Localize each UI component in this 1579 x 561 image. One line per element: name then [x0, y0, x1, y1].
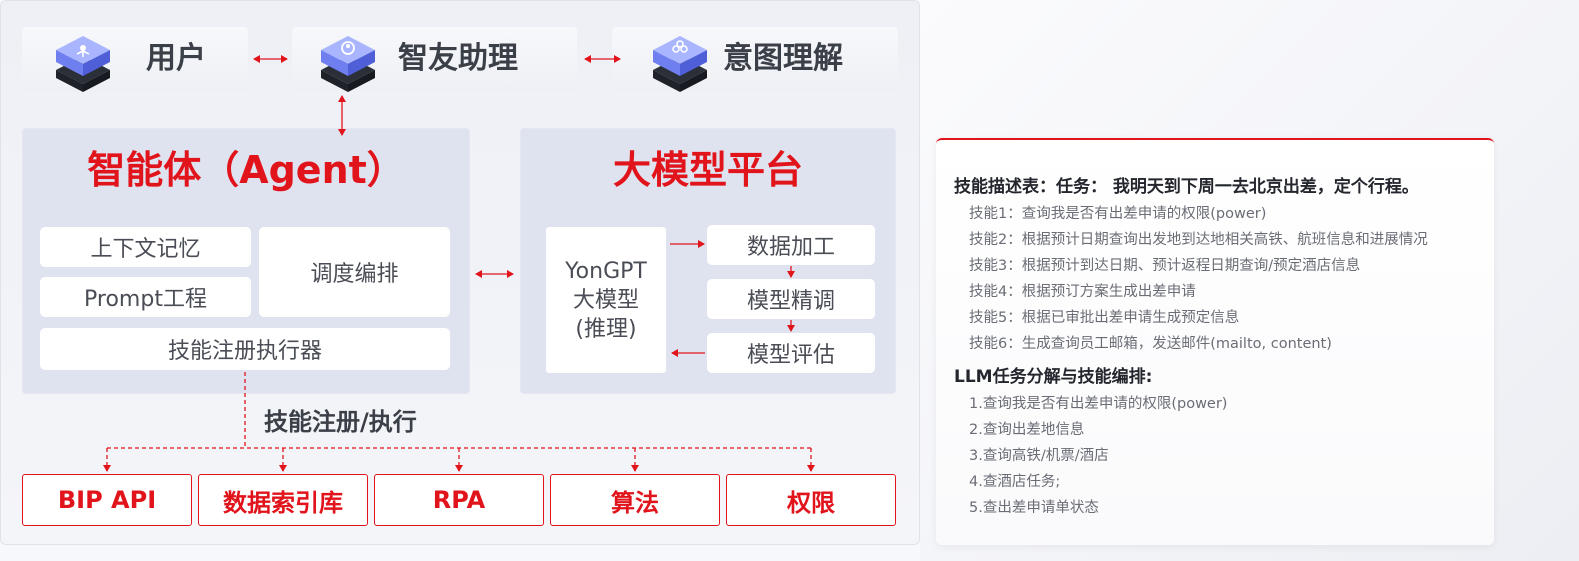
user-label: 用户 [146, 41, 206, 76]
skill-table-heading: 技能描述表：任务： 我明天到下周一去北京出差，定个行程。 [954, 177, 1419, 197]
target-algorithm: 算法 [550, 474, 720, 526]
yongpt-line3: (推理) [575, 316, 637, 342]
prompt-engineering-box: Prompt工程 [40, 277, 251, 317]
skill-item-5: 技能5：根据已审批出差申请生成预定信息 [969, 310, 1240, 326]
step-item-5: 5.查出差申请单状态 [969, 500, 1099, 516]
user-cube-icon [56, 36, 110, 92]
skill-item-3: 技能3：根据预计到达日期、预计返程日期查询/预定酒店信息 [969, 258, 1361, 274]
intent-cube-icon [653, 36, 707, 92]
skill-description-card: 技能描述表：任务： 我明天到下周一去北京出差，定个行程。 技能1：查询我是否有出… [936, 138, 1494, 545]
target-data-index: 数据索引库 [198, 474, 368, 526]
skill-register-label: 技能注册/执行 [264, 408, 417, 436]
scheduling-box: 调度编排 [259, 227, 450, 317]
skill-executor-box: 技能注册执行器 [40, 328, 450, 370]
skill-item-4: 技能4：根据预订方案生成出差申请 [969, 284, 1196, 300]
yongpt-line2: 大模型 [572, 287, 639, 313]
intent-label: 意图理解 [723, 41, 843, 76]
fine-tuning-box: 模型精调 [707, 279, 875, 319]
target-bip-api: BIP API [22, 474, 192, 526]
assistant-cube-icon [321, 36, 375, 92]
yongpt-line1: YonGPT [565, 258, 647, 284]
step-item-3: 3.查询高铁/机票/酒店 [969, 448, 1109, 464]
step-item-1: 1.查询我是否有出差申请的权限(power) [969, 396, 1228, 412]
context-memory-box: 上下文记忆 [40, 227, 251, 267]
skill-item-6: 技能6：生成查询员工邮箱，发送邮件(mailto, content) [969, 336, 1332, 352]
target-rpa: RPA [374, 474, 544, 526]
evaluation-box: 模型评估 [707, 333, 875, 373]
agent-title: 智能体（Agent） [87, 148, 405, 192]
llm-decomposition-heading: LLM任务分解与技能编排: [954, 367, 1153, 387]
assistant-label: 智友助理 [398, 41, 518, 76]
skill-item-2: 技能2：根据预计日期查询出发地到达地相关高铁、航班信息和进展情况 [969, 232, 1428, 248]
yongpt-box: YonGPT 大模型 (推理) [546, 227, 666, 373]
platform-title: 大模型平台 [612, 148, 803, 192]
target-permission: 权限 [726, 474, 896, 526]
skill-item-1: 技能1：查询我是否有出差申请的权限(power) [969, 206, 1267, 222]
step-item-4: 4.查酒店任务; [969, 474, 1061, 490]
step-item-2: 2.查询出差地信息 [969, 422, 1085, 438]
data-processing-box: 数据加工 [707, 225, 875, 265]
